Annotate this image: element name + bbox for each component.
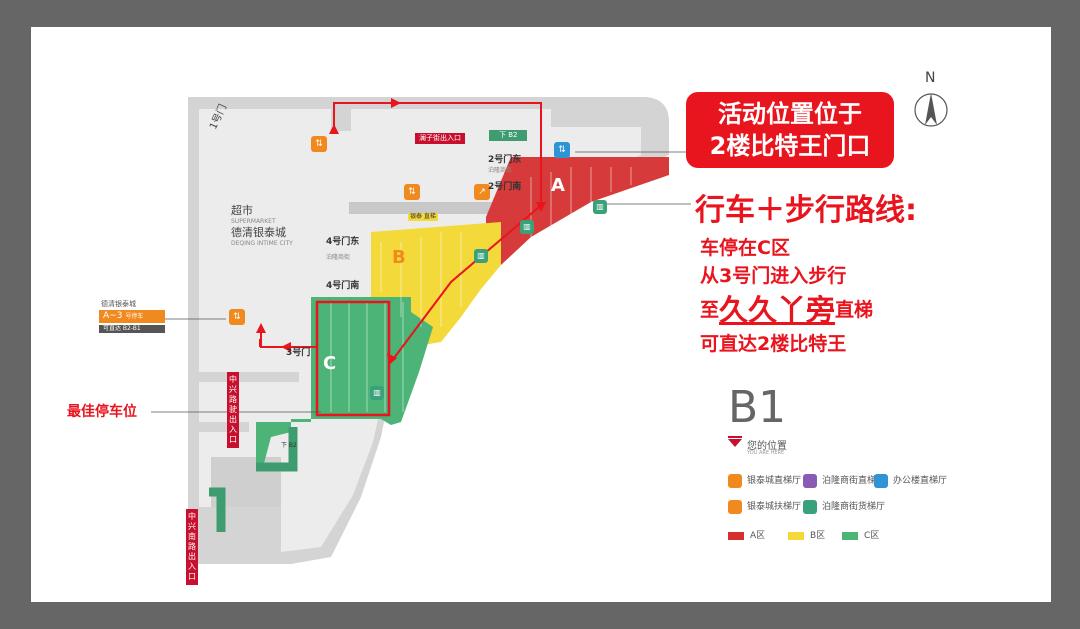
best-parking-label: 最佳停车位 bbox=[67, 404, 137, 420]
legend-zone-b: B区 bbox=[788, 528, 825, 541]
ramp-down-b2-label: 下 B2 bbox=[281, 442, 297, 449]
elevator-icon bbox=[728, 473, 742, 488]
entrance-left-label: 中兴路驶出入口 bbox=[227, 372, 239, 448]
route-step1: 车停在C区 bbox=[700, 236, 790, 259]
zone-b-label: B bbox=[392, 247, 406, 268]
route-step2: 从3号门进入步行 bbox=[700, 264, 847, 287]
side-code: A~3 号停车 bbox=[99, 310, 165, 323]
route-step3: 至 久久丫旁 直梯 bbox=[700, 288, 873, 328]
legend-zone-c: C区 bbox=[842, 528, 879, 541]
cargo-lift-legend-icon bbox=[803, 499, 817, 514]
wall-strip-2 bbox=[199, 372, 299, 382]
legend-item-3: 银泰城扶梯厅 bbox=[728, 499, 801, 514]
route-steps: 车停在C区 从3号门进入步行 至 久久丫旁 直梯 可直达2楼比特王 bbox=[700, 232, 873, 356]
escalator-legend-icon bbox=[728, 499, 742, 514]
legend-item-3-label: 银泰城扶梯厅 bbox=[747, 502, 802, 512]
lift-icon-purple bbox=[803, 473, 817, 488]
you-are-here-label: 您的位置 bbox=[747, 441, 787, 452]
route-step4: 可直达2楼比特王 bbox=[700, 332, 847, 355]
gate4-east-label: 4号门东 bbox=[326, 237, 360, 247]
elevator-icon-left: ⇅ bbox=[229, 309, 245, 325]
route-path bbox=[259, 102, 542, 363]
callout-line2: 2楼比特王门口 bbox=[709, 132, 871, 160]
cargo-lift-icon-c: ▥ bbox=[370, 386, 384, 400]
office-elevator-legend-icon bbox=[874, 473, 888, 488]
entrance-bottom-label: 中兴南路出入口 bbox=[186, 509, 198, 585]
legend-item-1-label: 泊隆商街直梯厅 bbox=[822, 476, 886, 486]
legend-zone-a: A区 bbox=[728, 528, 765, 541]
stall-lines bbox=[330, 167, 632, 412]
zone-c-chip bbox=[842, 531, 858, 540]
mall-en-label: DEQING INTIME CITY bbox=[231, 240, 293, 247]
gate4-sub-label: 泊隆商街 bbox=[326, 254, 351, 261]
ramp-b2-2 bbox=[209, 487, 226, 532]
side-note: 可直达 B2-B1 bbox=[99, 325, 165, 333]
cargo-lift-icon-a2: ▥ bbox=[520, 220, 534, 234]
route-title: 行车＋步行路线: bbox=[695, 193, 917, 228]
you-are-here-bar bbox=[728, 436, 742, 438]
entrance-top-label: 澜子街出入口 bbox=[415, 133, 465, 144]
compass-icon bbox=[914, 93, 948, 127]
cargo-lift-icon-a: ▥ bbox=[593, 200, 607, 214]
legend-item-0: 银泰城直梯厅 bbox=[728, 473, 801, 488]
interior-floor bbox=[199, 109, 641, 552]
gate2-south-label: 2号门南 bbox=[488, 182, 522, 192]
elevator-icon-mid: ⇅ bbox=[404, 184, 420, 200]
compass-n-label: N bbox=[925, 70, 936, 86]
you-are-here-en: YOU ARE HERE bbox=[747, 450, 785, 456]
wall-strip bbox=[349, 202, 509, 214]
legend-item-2-label: 办公楼直梯厅 bbox=[893, 476, 948, 486]
down-b2-label: 下 B2 bbox=[489, 130, 528, 141]
gate2-sub-label: 泊隆商街 bbox=[488, 167, 513, 174]
route-step3-pre: 至 bbox=[700, 298, 720, 321]
side-code-sub: 号停车 bbox=[125, 313, 144, 320]
legend-zone-b-label: B区 bbox=[810, 531, 826, 541]
side-title: 德清银泰城 bbox=[101, 300, 136, 308]
parking-map bbox=[151, 93, 948, 564]
gate2-east-label: 2号门东 bbox=[488, 155, 522, 165]
office-elevator-icon: ⇅ bbox=[554, 142, 570, 158]
legend-item-4-label: 泊隆商街货梯厅 bbox=[822, 502, 886, 512]
gate4-south-label: 4号门南 bbox=[326, 281, 360, 291]
zone-a-chip bbox=[728, 531, 744, 540]
escalator-icon: ↗ bbox=[474, 184, 490, 200]
zone-a-label: A bbox=[551, 175, 565, 196]
elevator-name-label: 银泰 直梯 bbox=[408, 213, 438, 221]
mall-label: 德清银泰城 bbox=[231, 226, 286, 239]
legend-item-2: 办公楼直梯厅 bbox=[874, 473, 947, 488]
side-code-main: A~3 bbox=[103, 311, 123, 321]
activity-callout: 活动位置位于 2楼比特王门口 bbox=[686, 92, 894, 168]
you-are-here-icon bbox=[728, 439, 742, 447]
map-card: ⇅ ⇅ ↗ ⇅ ▥ ▥ ▥ ▥ ⇅ 1号门 超市 SUPERMARKET 德清银… bbox=[31, 27, 1051, 602]
legend-zone-a-label: A区 bbox=[750, 531, 766, 541]
gate3-label: 3号门 bbox=[286, 348, 311, 358]
ramp-b2-1 bbox=[256, 427, 298, 472]
zone-c-label: C bbox=[323, 353, 337, 374]
legend-item-1: 泊隆商街直梯厅 bbox=[803, 473, 885, 488]
supermarket-en-label: SUPERMARKET bbox=[231, 218, 276, 225]
floor-label: B1 bbox=[728, 382, 787, 433]
callout-line1: 活动位置位于 bbox=[718, 100, 862, 128]
route-step3-brand: 久久丫旁 bbox=[719, 293, 836, 327]
legend-item-0-label: 银泰城直梯厅 bbox=[747, 476, 802, 486]
legend-zone-c-label: C区 bbox=[864, 531, 880, 541]
zone-b-chip bbox=[788, 531, 804, 540]
route-arrowheads bbox=[256, 98, 546, 365]
legend-item-4: 泊隆商街货梯厅 bbox=[803, 499, 885, 514]
elevator-icon-top: ⇅ bbox=[311, 136, 327, 152]
cargo-lift-icon-b: ▥ bbox=[474, 249, 488, 263]
wall-strip-3 bbox=[199, 422, 249, 432]
zone-a bbox=[486, 157, 669, 265]
route-step3-post: 直梯 bbox=[835, 298, 874, 321]
supermarket-label: 超市 bbox=[231, 204, 253, 217]
